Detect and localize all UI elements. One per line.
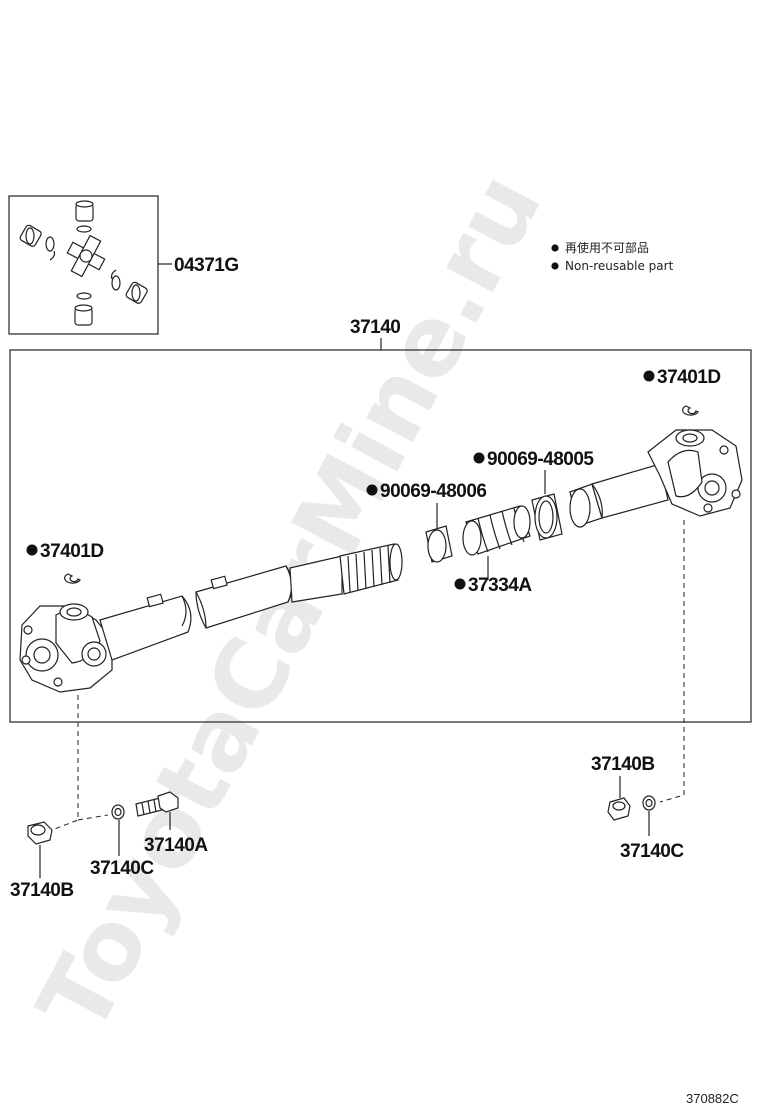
shaft-assembly-frame [9,349,752,723]
non-reusable-dot-icon [473,452,485,464]
diagram-code: 370882C [686,1091,739,1106]
legend-jp: 再使用不可部品 [565,240,649,255]
label-snap-ring-right: 37401D [657,367,721,388]
non-reusable-dot-icon [26,544,38,556]
washer-right[interactable] [642,795,656,811]
label-propeller-shaft-assembly: 37140 [350,317,400,338]
non-reusable-dot-icon [454,578,466,590]
yoke-flange-left[interactable] [19,603,113,693]
label-snap-ring-left: 37401D [40,541,104,562]
label-bolt-left: 37140A [144,835,208,856]
non-reusable-dot-icon [643,370,655,382]
nut-left[interactable] [27,821,53,845]
splined-stub-shaft[interactable] [289,543,403,603]
bolt-left[interactable] [135,791,179,817]
label-washer-right: 37140C [620,841,684,862]
label-boot: 37334A [468,575,532,596]
snap-ring-left[interactable] [64,573,81,584]
watermark: ToyotaCarMine.ru [16,155,563,1050]
non-reusable-dot-icon [551,244,559,252]
label-nut-right: 37140B [591,754,655,775]
label-ring-right: 90069-48005 [487,449,594,470]
shaft-tube-right[interactable] [569,463,669,528]
legend-en: Non-reusable part [565,259,674,273]
snap-ring-right[interactable] [682,405,699,416]
shaft-tube-left[interactable] [99,593,192,661]
label-universal-joint-kit: 04371G [174,255,239,276]
yoke-flange-right[interactable] [647,429,743,517]
washer-left[interactable] [111,804,125,820]
label-ring-left: 90069-48006 [380,481,487,502]
ring-right[interactable] [531,493,563,541]
non-reusable-dot-icon [551,262,559,270]
label-nut-left: 37140B [10,880,74,901]
non-reusable-dot-icon [366,484,378,496]
legend: 再使用不可部品 Non-reusable part [551,240,674,273]
boot[interactable] [462,505,531,556]
shaft-tube-middle[interactable] [195,565,294,629]
universal-joint-kit-inset[interactable] [8,195,159,335]
ring-left[interactable] [425,525,453,563]
nut-right[interactable] [607,797,631,821]
label-washer-left: 37140C [90,858,154,879]
